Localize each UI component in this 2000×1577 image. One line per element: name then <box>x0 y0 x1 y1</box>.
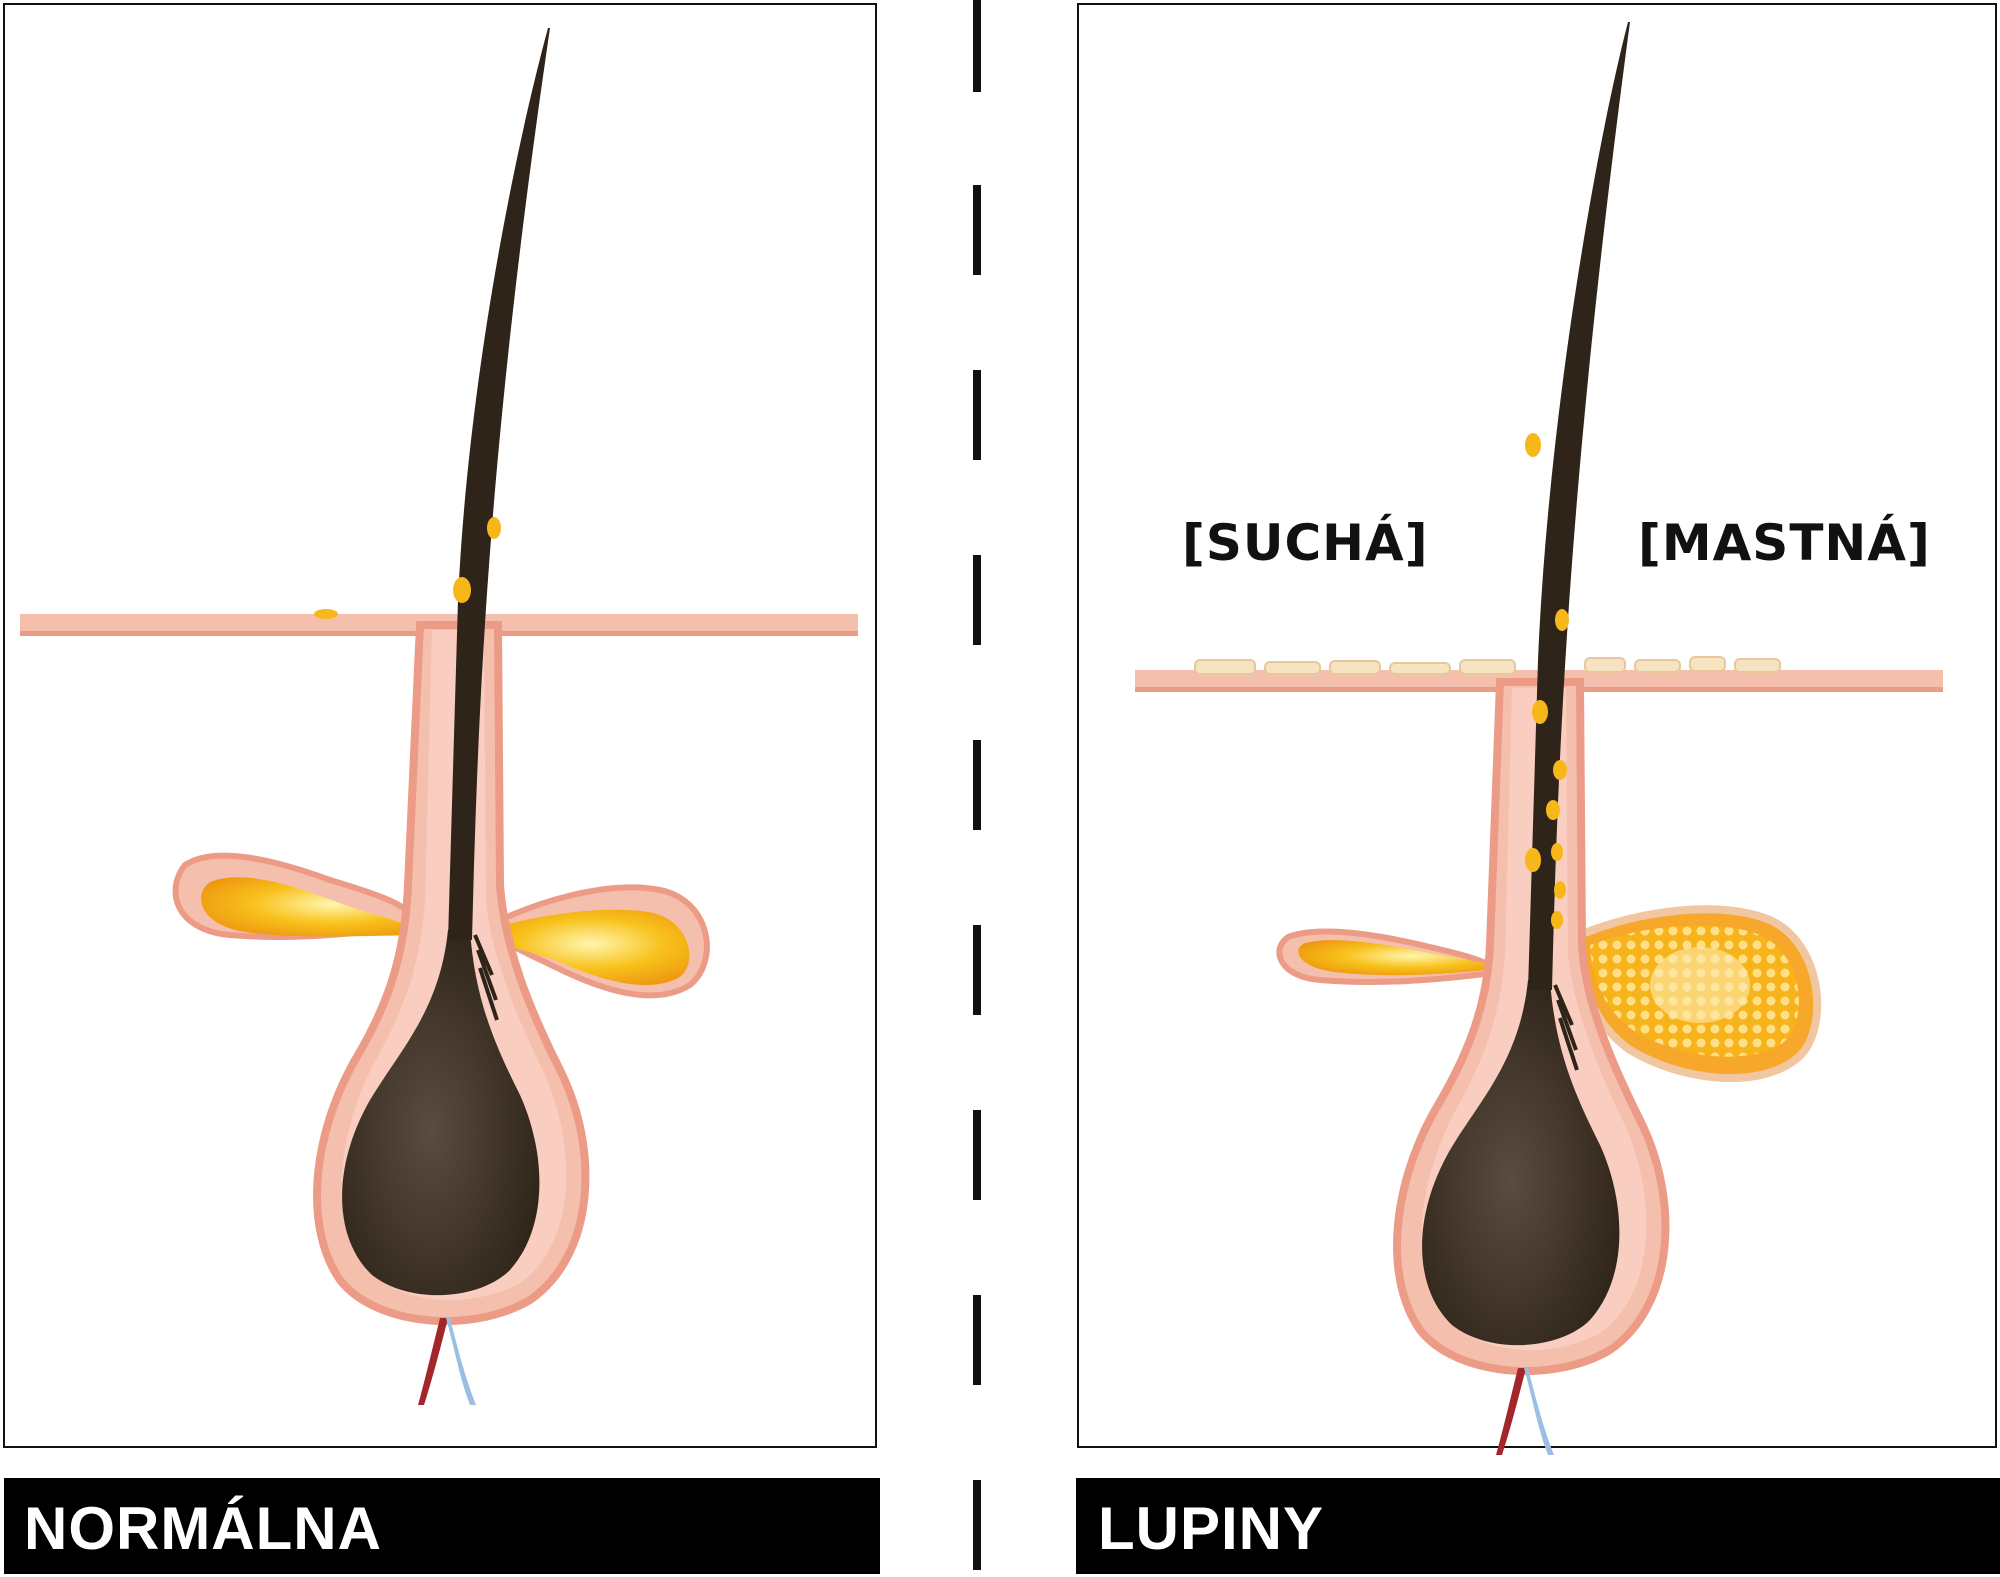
vein <box>1524 1368 1554 1455</box>
hair-bulb <box>342 930 540 1296</box>
dandruff-flakes <box>1194 656 1781 675</box>
vein <box>446 1318 476 1405</box>
label-dry: [SUCHÁ] <box>1182 513 1429 572</box>
label-oily: [MASTNÁ] <box>1638 513 1931 572</box>
sebum-droplet <box>314 609 338 619</box>
caption-bar-dandruff <box>1076 1478 2000 1574</box>
caption-normal: NORMÁLNA <box>24 1495 382 1562</box>
sebum-droplets <box>1525 433 1569 929</box>
hair-shaft <box>448 28 550 940</box>
hair-shaft <box>1528 22 1630 990</box>
caption-bar-normal <box>4 1478 880 1574</box>
caption-dandruff: LUPINY <box>1098 1495 1324 1562</box>
hair-bulb <box>1422 980 1620 1346</box>
artery <box>1496 1368 1526 1455</box>
dandruff-hair-follicle <box>1135 22 1943 1455</box>
normal-hair-follicle <box>20 28 858 1405</box>
artery <box>418 1318 448 1405</box>
